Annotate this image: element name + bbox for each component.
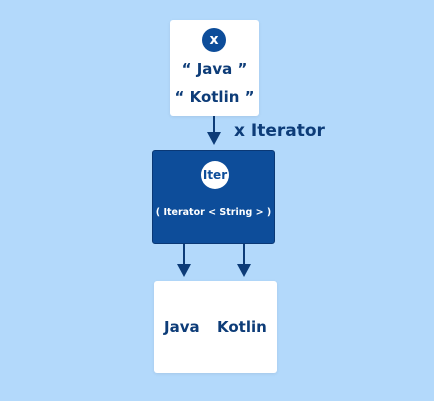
iterator-badge: Iter bbox=[201, 161, 229, 189]
result-item-kotlin: Kotlin bbox=[217, 318, 267, 336]
source-item-kotlin: “ Kotlin ” bbox=[174, 88, 255, 106]
iterator-box: Iter ( Iterator < String > ) bbox=[152, 150, 275, 244]
result-item-java: Java bbox=[164, 318, 200, 336]
source-badge: x bbox=[202, 28, 226, 52]
iterator-type-label: ( Iterator < String > ) bbox=[155, 207, 272, 218]
arrow-iterator-to-kotlin bbox=[237, 244, 251, 277]
source-collection-box: x “ Java ” “ Kotlin ” bbox=[170, 20, 259, 116]
source-item-java: “ Java ” bbox=[181, 60, 248, 78]
edge-label-iterator: x Iterator bbox=[234, 121, 325, 141]
arrow-source-to-iterator bbox=[207, 116, 221, 145]
result-box: Java Kotlin bbox=[154, 281, 277, 373]
arrow-iterator-to-java bbox=[177, 244, 191, 277]
